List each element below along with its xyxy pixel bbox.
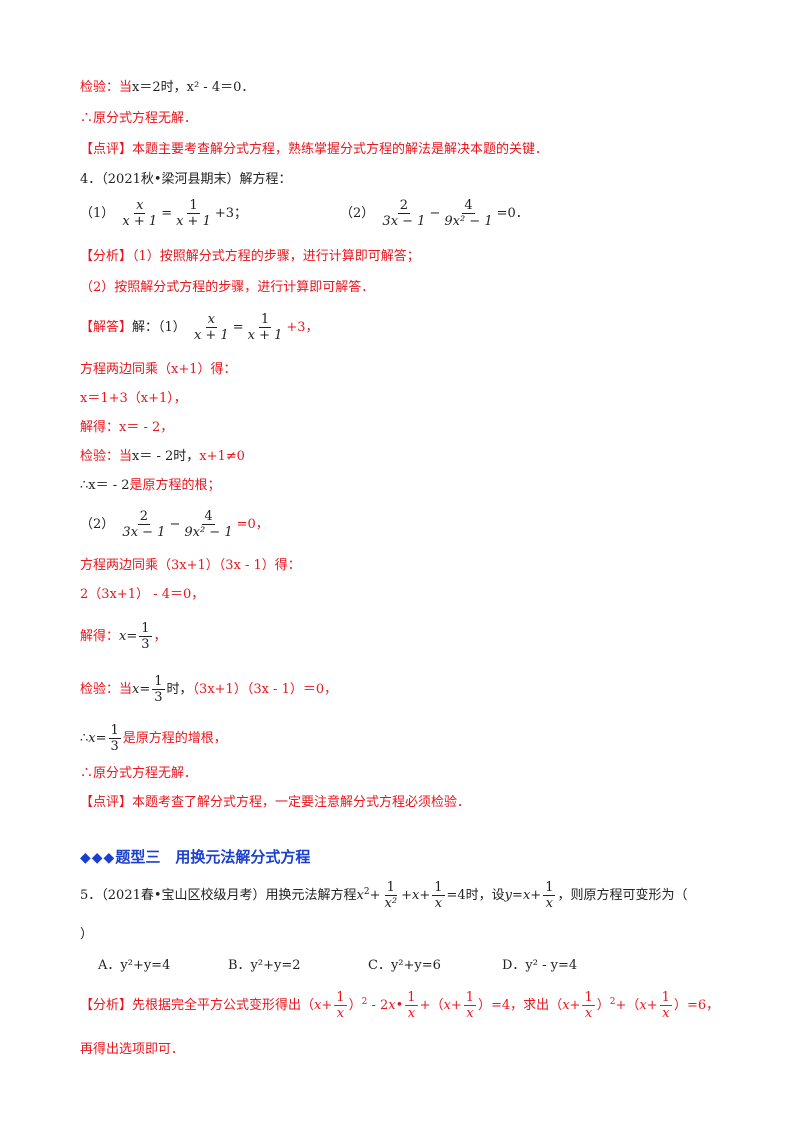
s1-line-1: 方程两边同乘（x+1）得： [80,362,237,377]
comment-top: 【点评】本题主要考查解分式方程，熟练掌握分式方程的解法是解决本题的关键． [80,142,549,157]
s1-line-4: 检验：当x＝ - 2时，x+1≠0 [80,449,245,464]
q4-header: 4．（2021秋•梁河县期末）解方程： [80,172,292,187]
q4-analysis-2: （2）按照解分式方程的步骤，进行计算即可解答． [80,280,375,295]
option-c[interactable]: C．y²+y=6 [368,958,441,973]
s2-line-6: ∴原分式方程无解． [80,766,198,781]
check-line-top: 检验：当x＝2时，x² - 4＝0． [80,80,255,95]
section-title: ◆◆◆题型三 用换元法解分式方程 [80,848,311,866]
s2-line-1: 方程两边同乘（3x+1）（3x - 1）得： [80,558,301,573]
diamond-icon: ◆◆◆ [80,850,116,866]
s2-line-2: 2（3x+1） - 4＝0， [80,587,205,602]
q4-comment: 【点评】本题考查了解分式方程，一定要注意解分式方程必须检验． [80,795,471,810]
option-b[interactable]: B．y²+y=2 [228,958,301,973]
s1-line-5: ∴x＝ - 2是原方程的根； [80,478,221,493]
q5-analysis-last: 再得出选项即可． [80,1042,185,1057]
s1-line-3: 解得：x＝ - 2， [80,420,174,435]
s1-line-2: x＝1+3（x+1）， [80,391,187,406]
no-solution-top: ∴原分式方程无解． [80,111,198,126]
option-a[interactable]: A．y²+y=4 [98,958,171,973]
option-d[interactable]: D．y² - y=4 [502,958,578,973]
q5-paren-close: ） [80,927,94,942]
q4-analysis-1: 【分析】（1）按照解分式方程的步骤，进行计算即可解答； [80,249,420,264]
